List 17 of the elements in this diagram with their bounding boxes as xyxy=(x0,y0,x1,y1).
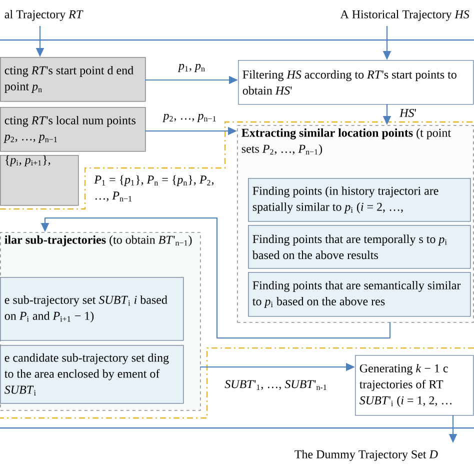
title-text: A Historical Trajectory HS xyxy=(340,10,470,21)
edge-label: SUBT'$_{1}$, …, SUBT'$_{n-1}$ xyxy=(224,379,328,391)
edge-label: p$_{1}$, p$_{n}$ xyxy=(178,62,206,74)
step-box: e sub-trajectory set SUBT$_{i}$ i based on P$_{i}$ and P$_{i+1}$ − 1) xyxy=(0,277,184,341)
edge-label: p$_{2}$, …, p$_{n−1}$ xyxy=(162,112,218,124)
process-box: Filtering HS according to RT's start points to obtain HS' xyxy=(238,60,474,105)
process-box: {p$_{i}$, p$_{i+1}$}, xyxy=(0,155,79,206)
step-box: Finding points that are temporally s to p$_{i}$ based on the above results xyxy=(248,225,471,269)
title-text: The Dummy Trajectory Set D xyxy=(294,450,438,461)
edge-label: P$_{1}$ = {p$_{1}$}, P$_{n}$ = {p$_{n}$}, P$_{2}$, …, P$_{n−1}$ xyxy=(93,174,224,202)
step-box: Finding points that are semantically similar to p$_{i}$ based on the above res xyxy=(248,272,471,317)
edge-label: HS' xyxy=(398,108,418,118)
step-box: Finding points (in history trajectori are spatially similar to p$_{i}$ (i = 2, …, xyxy=(248,178,471,222)
process-box: cting RT's start point d end point p$_{n}$ xyxy=(0,57,146,102)
step-box: e candidate sub-trajectory set ding to the area enclosed by ement of SUBT$_{i}$ xyxy=(0,345,184,404)
process-box: Generating k − 1 c trajectories of RT SUBT'$_{i}$ (i = 1, 2, … xyxy=(355,355,474,416)
title-text: al Trajectory RT xyxy=(4,10,84,21)
